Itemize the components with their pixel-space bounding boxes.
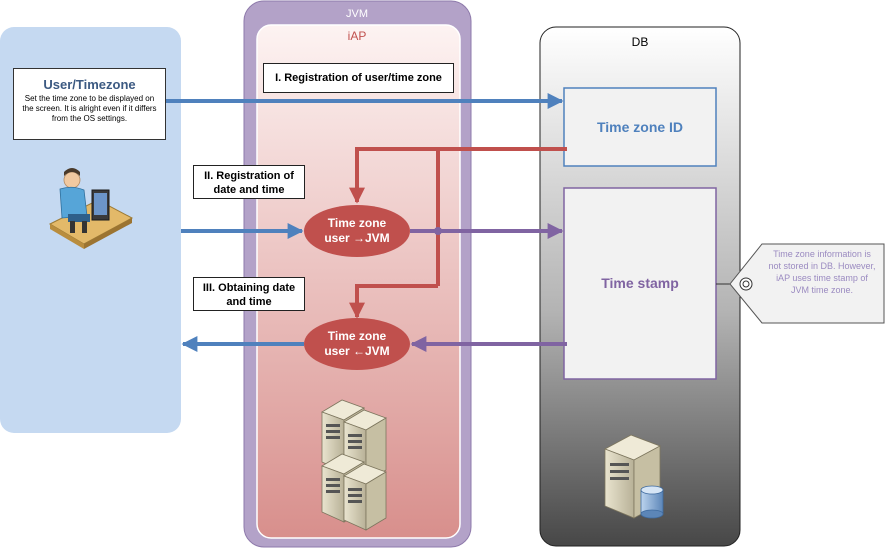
database-server-icon <box>604 434 664 519</box>
user-timezone-title: User/Timezone <box>43 77 136 92</box>
note-tag-icon <box>729 243 885 324</box>
note-tag-hole-inner-icon <box>742 280 750 288</box>
node-tz-jvm-to-user-line2: user ←JVM <box>324 344 389 358</box>
user-timezone-box: User/Timezone Set the time zone to be di… <box>13 68 166 140</box>
timestamp-box <box>563 187 717 380</box>
node-tz-user-to-jvm <box>304 205 410 257</box>
note-text: Time zone information is not stored in D… <box>768 249 876 295</box>
node-tz-jvm-to-user <box>304 318 410 370</box>
step-3-label: III. Obtaining date and time <box>193 277 305 311</box>
iap-lane-label: iAP <box>348 29 367 43</box>
step-2-label: II. Registration of date and time <box>193 165 305 199</box>
timezone-id-label: Time zone ID <box>597 119 683 135</box>
db-lane-label: DB <box>632 35 649 49</box>
arrow-timezone-id-to-nodes <box>349 147 567 204</box>
user-at-computer-icon <box>48 168 134 249</box>
node-tz-user-to-jvm-line1: Time zone <box>328 216 387 230</box>
arrow-branch-to-node-2 <box>349 284 438 319</box>
user-timezone-description: Set the time zone to be displayed on the… <box>22 94 157 123</box>
timezone-id-box <box>563 87 717 167</box>
node-tz-jvm-to-user-line1: Time zone <box>328 329 387 343</box>
server-cluster-icon <box>321 399 387 531</box>
node-tz-user-to-jvm-line2: user →JVM <box>324 231 389 245</box>
step-1-label: I. Registration of user/time zone <box>263 63 454 93</box>
timestamp-label: Time stamp <box>601 275 679 291</box>
jvm-lane-label: JVM <box>346 8 368 20</box>
